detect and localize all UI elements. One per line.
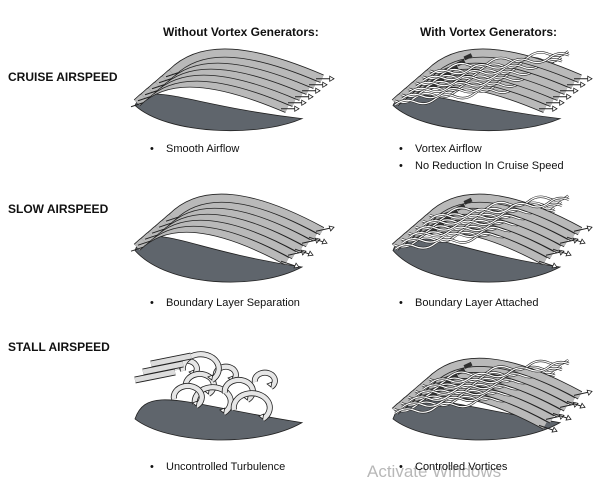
flow-arrowhead bbox=[565, 250, 572, 257]
wing-cruise-without bbox=[130, 48, 335, 132]
row-title-stall: STALL AIRSPEED bbox=[8, 340, 110, 354]
bullet-text: Vortex Airflow bbox=[415, 143, 482, 155]
wing-underside bbox=[134, 399, 304, 441]
bullet-text: Smooth Airflow bbox=[166, 143, 240, 155]
vortex-line bbox=[422, 201, 562, 224]
flow-arrowhead bbox=[321, 238, 328, 245]
bullet-dot: • bbox=[399, 143, 403, 155]
bullet-stall-with-1: • Controlled Vortices bbox=[399, 461, 507, 473]
flow-arrowhead bbox=[315, 87, 321, 95]
inflow-arrow-line bbox=[165, 216, 179, 222]
flow-arrowhead bbox=[559, 99, 565, 107]
bullet-cruise-with-1: • Vortex Airflow bbox=[399, 143, 482, 155]
row-title-cruise: CRUISE AIRSPEED bbox=[8, 70, 118, 84]
bullet-dot: • bbox=[150, 297, 154, 309]
turbulence-band bbox=[171, 383, 204, 408]
flow-arrowhead bbox=[551, 262, 558, 269]
inflow-band bbox=[150, 353, 192, 367]
inflow-band bbox=[134, 369, 176, 383]
inflow-arrow-line bbox=[158, 78, 172, 84]
bullet-dot: • bbox=[150, 143, 154, 155]
vortex-line bbox=[429, 52, 570, 76]
vortex-line bbox=[429, 195, 569, 218]
vortex-line bbox=[422, 365, 562, 388]
vortex-line bbox=[429, 197, 570, 220]
flow-arrowhead bbox=[322, 81, 328, 89]
bullet-text: Controlled Vortices bbox=[415, 461, 508, 473]
flow-arrowhead bbox=[566, 93, 572, 101]
bullet-stall-without-1: • Uncontrolled Turbulence bbox=[150, 461, 285, 473]
flow-arrowhead bbox=[308, 93, 314, 101]
flow-arrowhead bbox=[586, 389, 593, 396]
vortex-generator-tab bbox=[463, 197, 473, 205]
bullet-dot: • bbox=[150, 461, 154, 473]
vortex-line bbox=[429, 50, 569, 74]
header-without-vg: Without Vortex Generators: bbox=[163, 25, 319, 39]
flow-arrowhead bbox=[573, 87, 579, 95]
flow-arrowhead bbox=[294, 105, 300, 113]
wing-stall-with bbox=[391, 357, 593, 441]
bullet-dot: • bbox=[399, 160, 403, 172]
inflow-arrow-line bbox=[130, 102, 144, 108]
inflow-arrow-line bbox=[137, 96, 151, 102]
flow-arrowhead bbox=[301, 99, 307, 107]
vortex-line bbox=[429, 361, 570, 384]
flow-arrowhead bbox=[307, 250, 314, 257]
bullet-text: Boundary Layer Attached bbox=[415, 297, 539, 309]
turbulence-band bbox=[231, 391, 272, 421]
flow-arrowhead bbox=[552, 105, 558, 113]
flow-band bbox=[169, 194, 324, 235]
wing-cruise-with bbox=[391, 48, 593, 132]
turbulence-arrowhead bbox=[219, 407, 226, 414]
flow-arrowhead bbox=[565, 414, 572, 421]
flow-band bbox=[427, 194, 582, 235]
inflow-arrow-line bbox=[158, 222, 172, 228]
bullet-dot: • bbox=[399, 461, 403, 473]
bullet-slow-with-1: • Boundary Layer Attached bbox=[399, 297, 539, 309]
inflow-arrow-line bbox=[151, 228, 165, 234]
flow-arrowhead bbox=[293, 262, 300, 269]
bullet-text: No Reduction In Cruise Speed bbox=[415, 160, 564, 172]
bullet-text: Boundary Layer Separation bbox=[166, 297, 300, 309]
bullet-dot: • bbox=[399, 297, 403, 309]
turbulence-arrowhead bbox=[258, 413, 265, 420]
bullet-text: Uncontrolled Turbulence bbox=[166, 461, 286, 473]
vortex-generator-tab bbox=[463, 53, 473, 61]
flow-arrowhead bbox=[551, 426, 558, 433]
flow-arrowhead bbox=[586, 225, 593, 232]
turbulence-arrowhead bbox=[266, 381, 273, 388]
vortex-line bbox=[429, 359, 569, 382]
vortex-generator-tab bbox=[463, 361, 473, 369]
flow-arrowhead bbox=[579, 402, 586, 409]
wing-slow-without bbox=[130, 193, 335, 283]
turbulence-band bbox=[180, 352, 221, 382]
inflow-arrow-line bbox=[137, 240, 151, 246]
flow-arrowhead bbox=[587, 75, 593, 83]
inflow-arrow-line bbox=[165, 72, 179, 78]
row-title-slow: SLOW AIRSPEED bbox=[8, 202, 109, 216]
turbulence-band bbox=[252, 370, 278, 389]
inflow-band bbox=[142, 361, 184, 375]
turbulence-arrowhead bbox=[207, 374, 214, 381]
inflow-arrow-line bbox=[144, 90, 158, 96]
flow-arrowhead bbox=[328, 225, 335, 232]
activate-windows-watermark: Activate Windows bbox=[367, 462, 502, 481]
bullet-cruise-without-1: • Smooth Airflow bbox=[150, 143, 239, 155]
flow-band bbox=[427, 358, 582, 399]
flow-arrowhead bbox=[329, 75, 335, 83]
turbulence-arrowhead bbox=[191, 400, 198, 407]
wing-slow-with bbox=[391, 193, 593, 283]
inflow-arrow-line bbox=[130, 246, 144, 252]
flow-band bbox=[169, 49, 324, 83]
flow-band bbox=[427, 49, 582, 83]
turbulence-band bbox=[192, 385, 233, 415]
flow-arrowhead bbox=[579, 238, 586, 245]
bullet-cruise-with-2: • No Reduction In Cruise Speed bbox=[399, 160, 564, 172]
header-with-vg: With Vortex Generators: bbox=[420, 25, 558, 39]
inflow-arrow-line bbox=[151, 84, 165, 90]
bullet-slow-without-1: • Boundary Layer Separation bbox=[150, 297, 300, 309]
flow-arrowhead bbox=[580, 81, 586, 89]
inflow-arrow-line bbox=[144, 234, 158, 240]
wing-stall-without bbox=[134, 351, 304, 441]
